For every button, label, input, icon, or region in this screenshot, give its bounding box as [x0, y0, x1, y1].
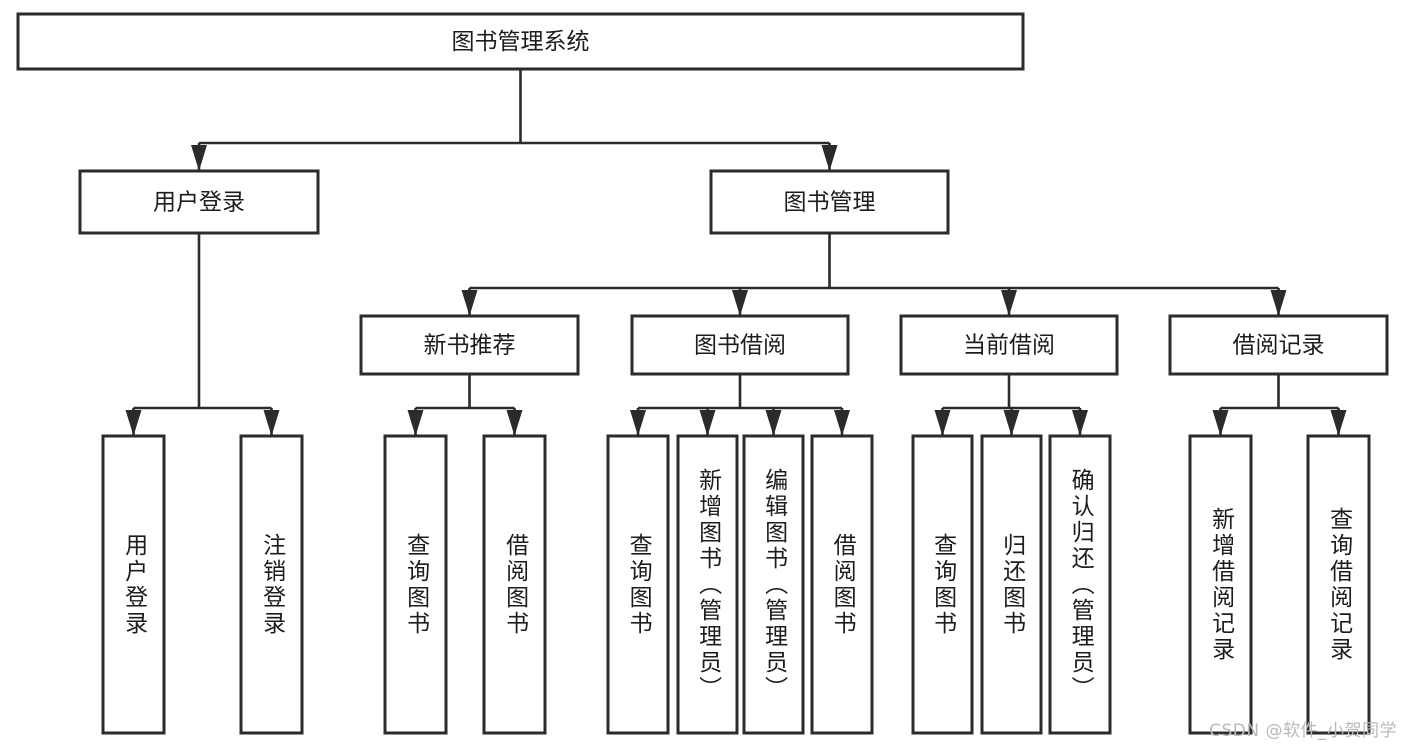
arrow-head-icon	[732, 290, 748, 316]
arrow-head-icon	[765, 410, 782, 436]
arrow-head-icon	[934, 410, 951, 436]
node-label-new-book-rec: 新书推荐	[424, 333, 516, 359]
node-box-root[interactable]	[16, 12, 1025, 71]
arrow-head-icon	[1330, 410, 1347, 436]
node-box-new-book-rec[interactable]	[359, 314, 580, 376]
arrow-head-icon	[191, 145, 207, 171]
node-box-leaf-user-login[interactable]	[101, 434, 166, 735]
arrow-head-icon	[699, 410, 716, 436]
node-label-book-borrow: 图书借阅	[694, 333, 786, 359]
node-box-leaf-borrow-book[interactable]	[810, 434, 874, 735]
node-box-leaf-confirm-return[interactable]	[1048, 434, 1112, 735]
node-box-leaf-add-book[interactable]	[676, 434, 739, 735]
node-label-root: 图书管理系统	[452, 29, 590, 55]
node-box-leaf-user-logout[interactable]	[239, 434, 304, 735]
node-box-borrow-record[interactable]	[1168, 314, 1389, 376]
node-box-layer	[16, 12, 1389, 735]
arrow-head-icon	[630, 410, 646, 436]
node-box-book-borrow[interactable]	[630, 314, 850, 376]
arrow-head-icon	[506, 410, 523, 436]
node-box-book-manage[interactable]	[709, 169, 950, 235]
arrow-head-icon	[1072, 410, 1088, 436]
node-box-leaf-query-book-cur[interactable]	[911, 434, 974, 735]
node-box-leaf-borrow-book-rec[interactable]	[482, 434, 547, 735]
connector-layer	[125, 69, 1347, 436]
node-box-current-borrow[interactable]	[899, 314, 1119, 376]
arrow-head-icon	[1212, 410, 1229, 436]
arrow-head-icon	[407, 410, 424, 436]
node-box-leaf-query-book[interactable]	[606, 434, 670, 735]
arrow-head-icon	[461, 290, 478, 316]
arrow-head-icon	[1001, 290, 1017, 316]
node-label-current-borrow: 当前借阅	[963, 333, 1055, 359]
node-box-user-login[interactable]	[78, 169, 320, 235]
node-label-borrow-record: 借阅记录	[1233, 333, 1325, 359]
node-box-leaf-add-record[interactable]	[1188, 434, 1253, 735]
node-label-user-login: 用户登录	[153, 190, 245, 216]
node-box-leaf-return-book[interactable]	[980, 434, 1043, 735]
arrow-head-icon	[1270, 290, 1287, 316]
arrow-head-icon	[125, 410, 142, 436]
node-box-leaf-query-book-rec[interactable]	[383, 434, 448, 735]
node-label-book-manage: 图书管理	[784, 190, 876, 216]
arrow-head-icon	[1003, 410, 1020, 436]
watermark-text: CSDN @软件_小贺同学	[1209, 721, 1397, 741]
arrow-head-icon	[834, 410, 850, 436]
node-box-leaf-edit-book[interactable]	[742, 434, 805, 735]
arrow-head-icon	[263, 410, 280, 436]
arrow-head-icon	[821, 145, 838, 171]
node-box-leaf-query-record[interactable]	[1306, 434, 1371, 735]
